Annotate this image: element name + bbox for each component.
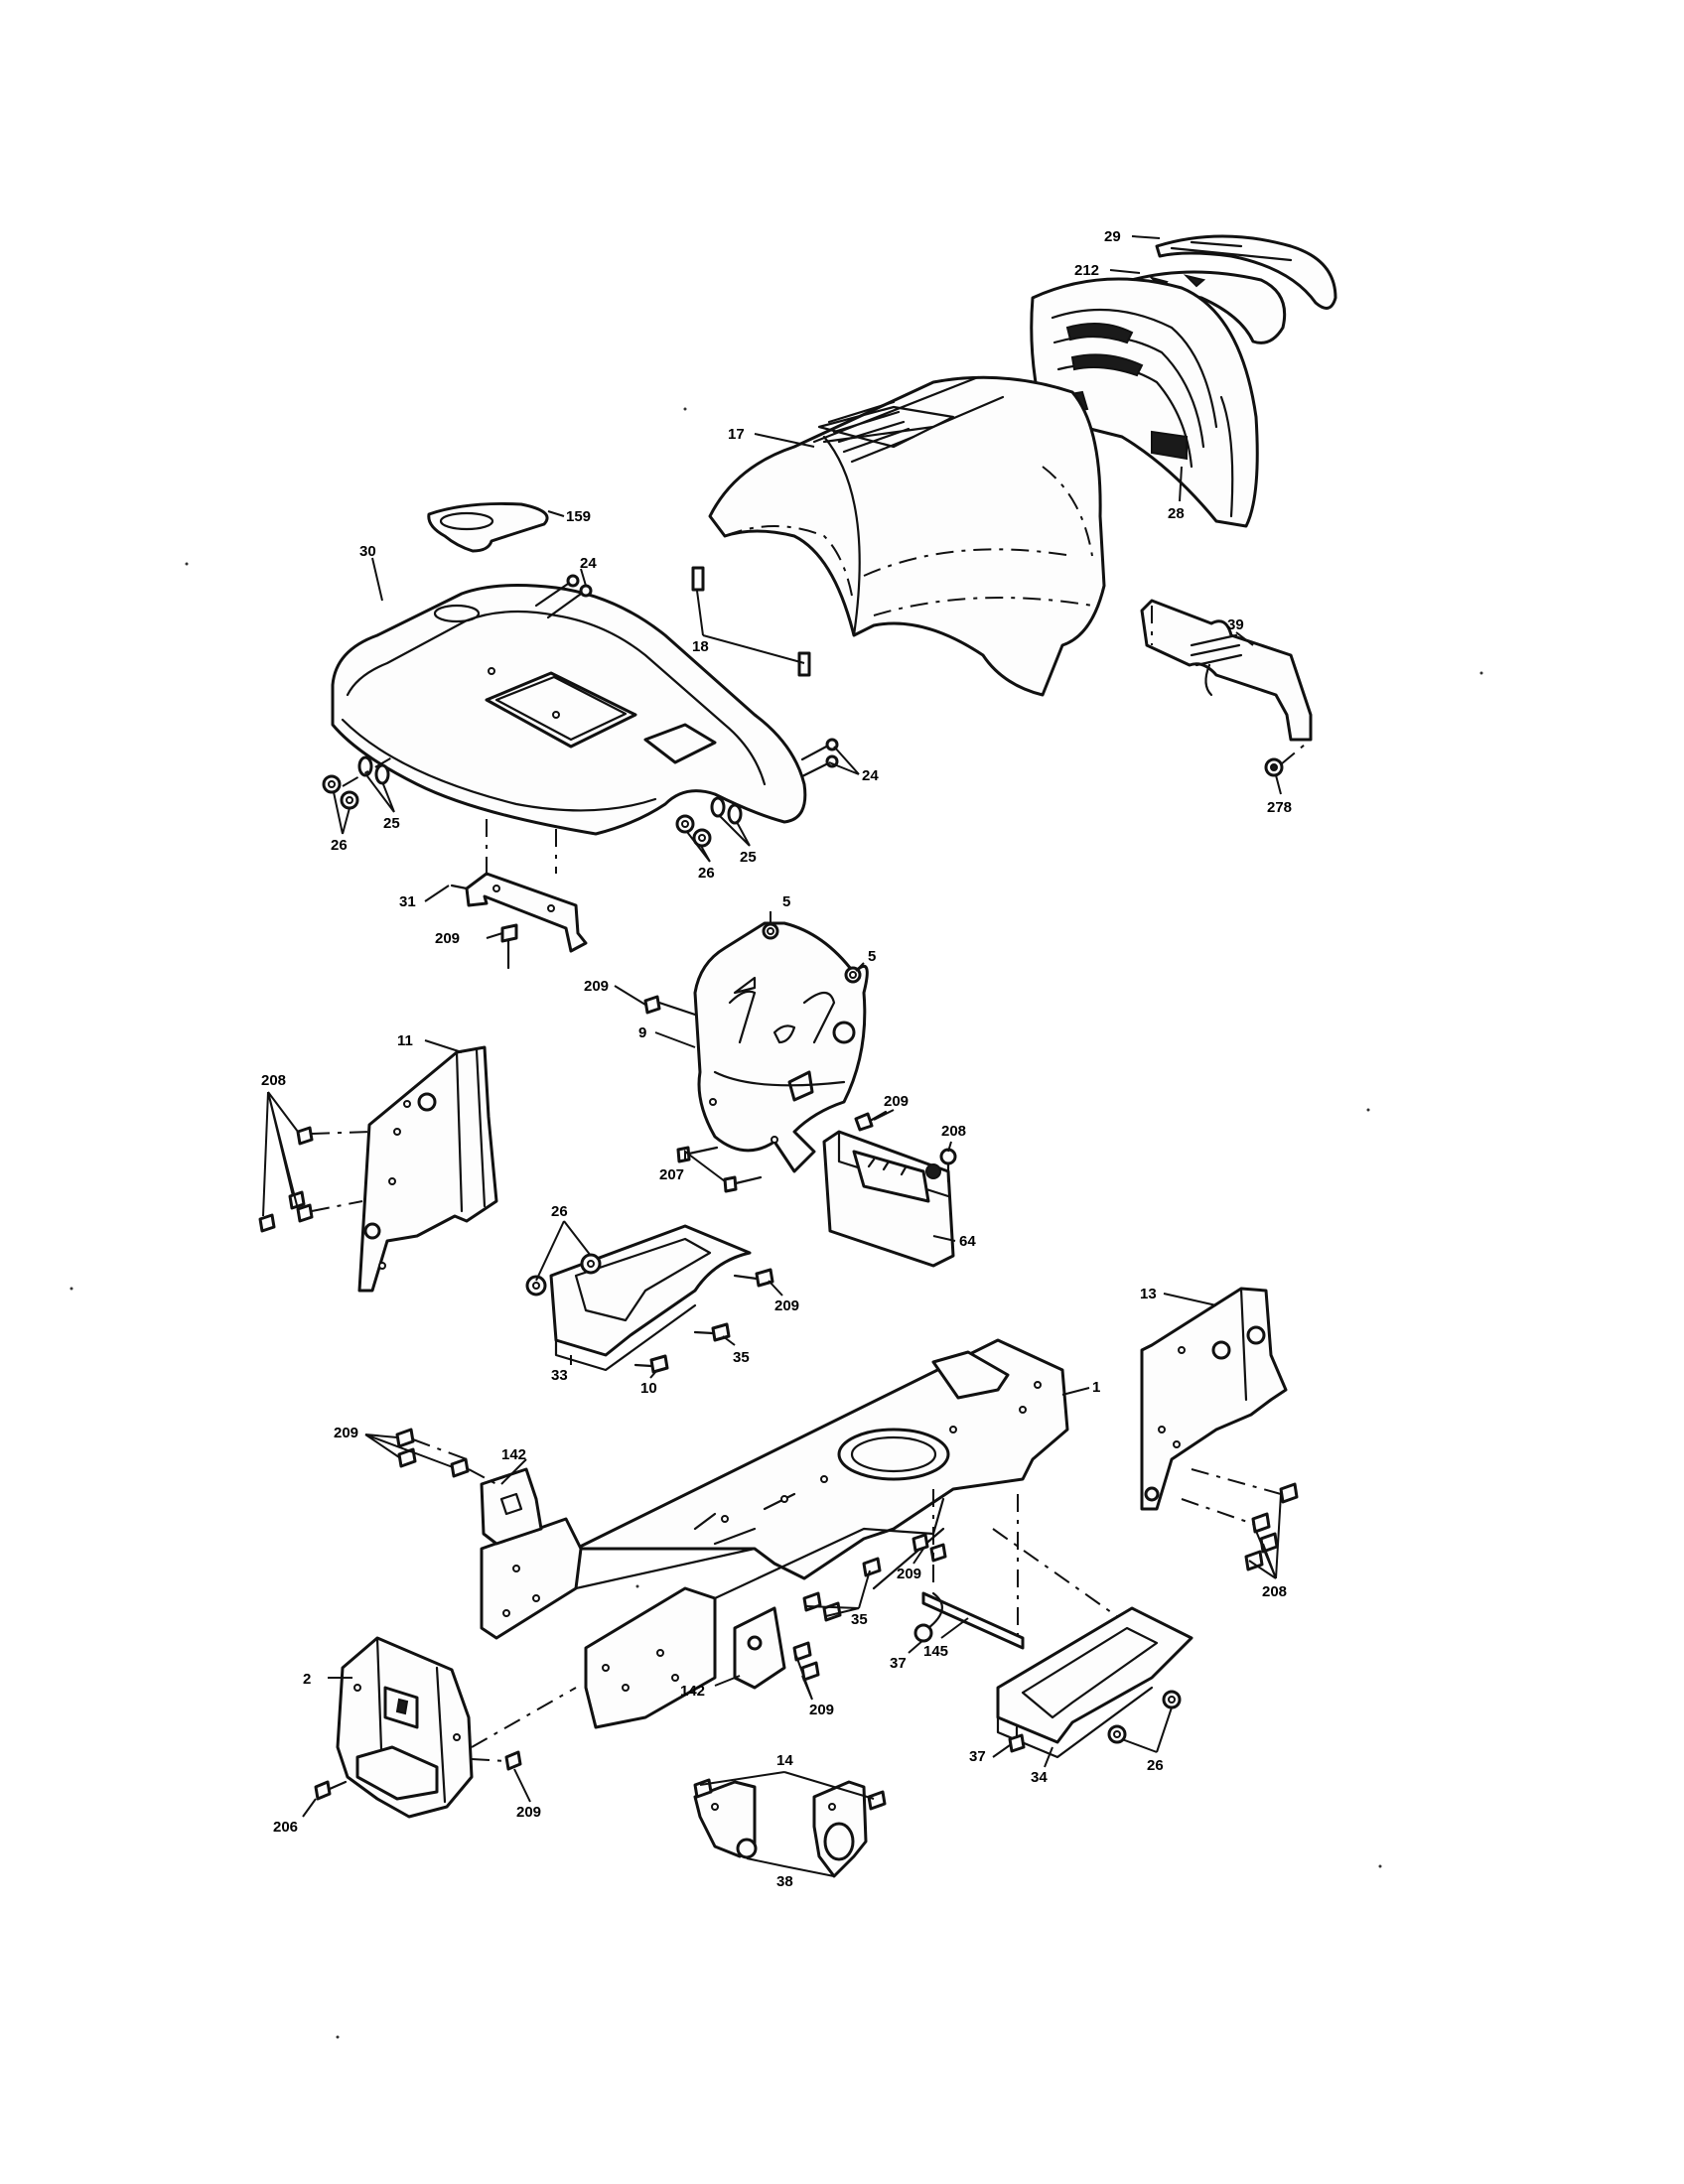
part-2-front-bracket (336, 1636, 577, 1819)
callout-207: 207 (659, 1166, 684, 1183)
callout-25b: 25 (740, 849, 757, 866)
part-33-left-footrest (549, 1224, 752, 1372)
callout-209b: 209 (584, 978, 609, 995)
callout-26d: 26 (1147, 1757, 1164, 1774)
callout-64: 64 (959, 1233, 976, 1250)
part-11-left-side-panel (357, 1045, 498, 1293)
part-31-bracket (450, 872, 588, 953)
part-39-hood-bracket (1140, 599, 1313, 742)
callout-208c: 208 (1262, 1583, 1287, 1600)
callout-39: 39 (1227, 616, 1244, 633)
bolt-209-footrest (733, 1268, 774, 1288)
part-142-upper-bracket (480, 1467, 543, 1546)
callout-209h: 209 (516, 1804, 541, 1821)
callout-37b: 37 (969, 1748, 986, 1765)
callout-26c: 26 (551, 1203, 568, 1220)
callout-10: 10 (640, 1380, 657, 1397)
part-18-clip (691, 566, 811, 677)
nuts-26-footrest-left (525, 1253, 602, 1297)
bolt-207 (676, 1146, 763, 1193)
bolt-209-front (471, 1750, 522, 1771)
part-9-console-panel (693, 921, 869, 1173)
fastener-24-upper (534, 574, 593, 619)
callout-31: 31 (399, 893, 416, 910)
nuts-washers-right (675, 796, 743, 848)
callout-212: 212 (1074, 262, 1099, 279)
part-13-right-side-panel (1140, 1287, 1288, 1511)
bolt-209-bracket (500, 923, 518, 970)
callout-labels: 29 212 17 28 159 30 24 18 39 24 26 25 26… (261, 228, 1292, 1890)
callout-26b: 26 (698, 865, 715, 882)
callout-35a: 35 (733, 1349, 750, 1366)
bolt-10 (633, 1354, 669, 1374)
callout-34: 34 (1031, 1769, 1048, 1786)
callout-38: 38 (776, 1873, 793, 1890)
callout-29: 29 (1104, 228, 1121, 245)
callout-33: 33 (551, 1367, 568, 1384)
callout-142a: 142 (501, 1446, 526, 1463)
callout-5b: 5 (868, 948, 876, 965)
leader-lines (262, 235, 1282, 1877)
part-29-grille-strip (1155, 234, 1337, 310)
callout-142b: 142 (680, 1683, 705, 1700)
callout-208b: 208 (941, 1123, 966, 1140)
part-145-rod (913, 1591, 1025, 1650)
callout-11: 11 (397, 1032, 413, 1049)
fastener-24-right (800, 738, 839, 778)
part-30-dash-panel (331, 584, 807, 836)
bolts-14 (693, 1778, 887, 1811)
callout-278: 278 (1267, 799, 1292, 816)
callout-208a: 208 (261, 1072, 286, 1089)
callout-18: 18 (692, 638, 709, 655)
callout-13: 13 (1140, 1286, 1157, 1302)
bolts-209-upper-left (395, 1428, 497, 1485)
callout-24b: 24 (862, 767, 879, 784)
part-34-right-footrest (996, 1606, 1193, 1759)
part-38-axle-bracket-right (812, 1780, 868, 1878)
callout-35b: 35 (851, 1611, 868, 1628)
callout-206: 206 (273, 1819, 298, 1836)
callout-28: 28 (1168, 505, 1185, 522)
callout-30: 30 (359, 543, 376, 560)
part-159-fuel-cap-trim (427, 501, 549, 553)
bolt-35-footrest (693, 1322, 731, 1342)
bolt-209-console (643, 995, 697, 1017)
callout-9: 9 (638, 1024, 646, 1041)
bolt-206 (314, 1780, 348, 1801)
callout-209g: 209 (809, 1702, 834, 1718)
callout-17: 17 (728, 426, 745, 443)
bolts-209-lower (792, 1641, 820, 1682)
callout-37a: 37 (890, 1655, 907, 1672)
nuts-26-footrest-right (1107, 1690, 1182, 1744)
callout-26a: 26 (331, 837, 348, 854)
callout-1: 1 (1092, 1379, 1100, 1396)
callout-209a: 209 (435, 930, 460, 947)
callout-159: 159 (566, 508, 591, 525)
part-64-battery-tray (822, 1130, 955, 1268)
callout-209d: 209 (774, 1297, 799, 1314)
bolts-208-left (258, 1126, 373, 1233)
callout-25a: 25 (383, 815, 400, 832)
scan-specks (70, 407, 1483, 2039)
part-38-axle-bracket-left (693, 1780, 758, 1859)
bolt-209-battery (854, 1110, 888, 1132)
bolt-208-battery (939, 1148, 957, 1183)
callout-209c: 209 (884, 1093, 909, 1110)
part-28-front-grille (1030, 277, 1259, 528)
callout-24a: 24 (580, 555, 597, 572)
part-17-hood (708, 375, 1106, 697)
callout-209e: 209 (334, 1425, 358, 1441)
part-1-main-frame (480, 1338, 1069, 1729)
callout-5a: 5 (782, 893, 790, 910)
nuts-washers-left (322, 753, 398, 810)
part-142-lower-bracket (733, 1606, 786, 1690)
bolt-37-right (1008, 1725, 1026, 1753)
bolts-208-right (1181, 1468, 1299, 1571)
callout-2: 2 (303, 1671, 311, 1688)
callout-209f: 209 (897, 1566, 921, 1582)
callout-14: 14 (776, 1752, 793, 1769)
callout-145: 145 (923, 1643, 948, 1660)
screw-278 (1264, 739, 1312, 777)
